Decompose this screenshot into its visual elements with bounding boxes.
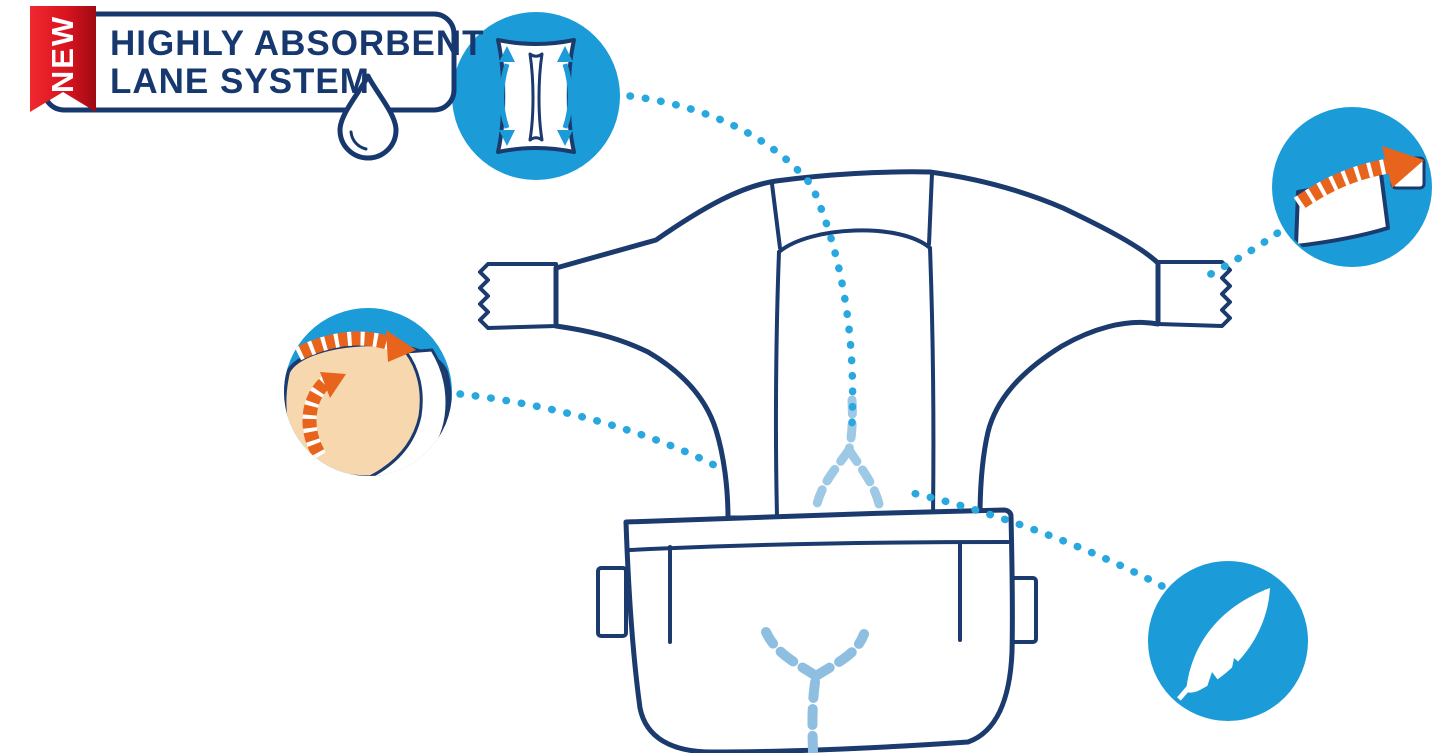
connector-absorbent-core [626,92,857,428]
feature-elastic-waist [284,308,452,476]
feature-absorbent-core [452,12,620,180]
tape-tab-orange-arrow-icon [1293,146,1426,248]
new-badge: NEW [30,6,96,102]
title-line-2: LANE SYSTEM [110,62,370,101]
absorbent-pad-lines [770,171,936,518]
waistband-lines [628,540,1010,644]
back-left-tab [596,566,628,638]
absorbent-pad-with-arrows-icon [496,38,576,154]
feature-refasten-tape [1272,107,1432,267]
feature-softness [1148,561,1308,721]
dotted-connectors [456,92,1294,590]
diaper-top-view-outline [553,169,1161,521]
diaper-illustration [478,169,1232,753]
diaper-back-view-outline [623,507,1015,753]
feather-icon [1175,588,1270,703]
new-ribbon [30,6,96,112]
bottom-y-channel [761,627,869,753]
connector-softness [904,488,1166,590]
right-ear-tab [1156,260,1232,328]
connector-elastic-waist [456,390,720,470]
waist-leg-elastic-arrows-icon [284,330,452,476]
left-ear-tab [478,262,558,330]
water-droplet-icon [337,73,399,161]
droplet-highlight [349,130,368,151]
connector-refasten-tape [1194,220,1294,285]
title-line-1: HIGHLY ABSORBENT [110,24,485,63]
new-badge-label: NEW [45,14,81,94]
